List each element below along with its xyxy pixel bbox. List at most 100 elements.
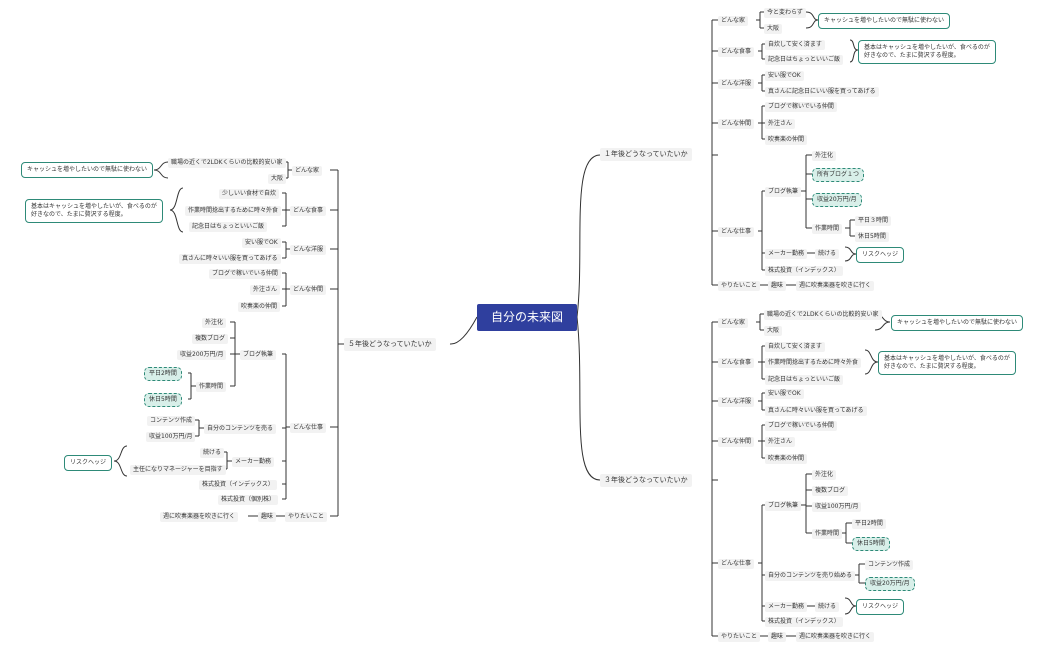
r3-clothes-item-1[interactable]: 真さんに時々いい服を買ってあげる	[765, 406, 867, 416]
r1-house[interactable]: どんな家	[718, 16, 749, 26]
r5-stock2[interactable]: 株式投資（個別株）	[218, 495, 279, 505]
r3-friends-item-2[interactable]: 吹奏楽の仲間	[765, 454, 808, 464]
r5-outsource[interactable]: 外注化	[202, 318, 227, 328]
r5-income[interactable]: 収益200万円/月	[177, 350, 227, 360]
r5-worktime[interactable]: 作業時間	[196, 382, 227, 392]
r5-holiday[interactable]: 休日5時間	[144, 393, 182, 407]
r1-friends-item-2[interactable]: 吹奏楽の仲間	[765, 135, 808, 145]
r3-meal[interactable]: どんな食事	[718, 358, 755, 368]
r3-meal-item-0[interactable]: 自炊して安く済ます	[765, 342, 825, 352]
r3-meal-item-2[interactable]: 記念日はちょっといいご飯	[765, 375, 844, 385]
r3-multi[interactable]: 複数ブログ	[812, 486, 849, 496]
r1-clothes-item-1[interactable]: 真さんに記念日にいい服を買ってあげる	[765, 87, 879, 97]
r3-stock[interactable]: 株式投資（インデックス）	[765, 617, 843, 627]
r5-friends-item-0[interactable]: ブログで稼いでいる仲間	[209, 269, 281, 279]
r1-meal-note-line1: 基本はキャッシュを増やしたいが、食べるのが	[864, 44, 990, 51]
r5-meal-item-1[interactable]: 作業時間捻出するために時々外食	[185, 206, 282, 216]
r1-clothes-item-0[interactable]: 安い服でOK	[765, 71, 804, 81]
r5-sell[interactable]: 自分のコンテンツを売る	[204, 424, 277, 434]
r1-holiday[interactable]: 休日5時間	[855, 232, 889, 242]
r1-meal-item-1[interactable]: 記念日はちょっといいご飯	[765, 55, 844, 65]
r1-meal[interactable]: どんな食事	[718, 47, 755, 57]
r3-work[interactable]: どんな仕事	[718, 559, 755, 569]
r1-hobby[interactable]: 趣味	[768, 281, 787, 291]
r3-meal-item-1[interactable]: 作業時間捻出するために時々外食	[765, 358, 862, 368]
r5-sellincome[interactable]: 収益100万円/月	[146, 432, 196, 442]
root-node[interactable]: 自分の未来図	[477, 304, 577, 331]
r5-meal[interactable]: どんな食事	[290, 206, 327, 216]
r5-friends-item-1[interactable]: 外注さん	[250, 285, 281, 295]
r3-maker[interactable]: メーカー勤務	[765, 602, 808, 612]
r1-blog[interactable]: ブログ執筆	[765, 187, 802, 197]
r1-want[interactable]: やりたいこと	[718, 281, 761, 291]
r3-blog[interactable]: ブログ執筆	[765, 501, 802, 511]
r5-meal-item-0[interactable]: 少しいい食材で自炊	[219, 189, 280, 199]
r1-want-item[interactable]: 週に吹奏楽器を吹きに行く	[796, 281, 875, 291]
r3-want-item[interactable]: 週に吹奏楽器を吹きに行く	[796, 632, 875, 642]
r1-friends-item-1[interactable]: 外注さん	[765, 119, 796, 129]
r1-house-item-1[interactable]: 大阪	[764, 24, 783, 34]
r5-stock1[interactable]: 株式投資（インデックス）	[199, 480, 277, 490]
r1-worktime[interactable]: 作業時間	[812, 224, 843, 234]
r5-hobby[interactable]: 趣味	[258, 512, 277, 522]
r3-holiday[interactable]: 休日5時間	[852, 537, 890, 551]
r5-multi[interactable]: 複数ブログ	[192, 334, 229, 344]
r5-house[interactable]: どんな家	[292, 166, 323, 176]
r5-meal-item-2[interactable]: 記念日はちょっといいご飯	[189, 222, 268, 232]
r1-friends[interactable]: どんな仲間	[718, 119, 755, 129]
r1-house-note: キャッシュを増やしたいので無駄に使わない	[818, 13, 951, 29]
r5-house-item-1[interactable]: 大阪	[268, 174, 287, 184]
r3-continue[interactable]: 続ける	[815, 602, 840, 612]
r3-hobby[interactable]: 趣味	[768, 632, 787, 642]
r3-worktime[interactable]: 作業時間	[812, 529, 843, 539]
r3-meal-note: 基本はキャッシュを増やしたいが、食べるのが好きなので、たまに贅沢する程度。	[878, 351, 1016, 375]
r3-friends[interactable]: どんな仲間	[718, 437, 755, 447]
r1-clothes[interactable]: どんな洋服	[718, 79, 755, 89]
r3-friends-item-0[interactable]: ブログで稼いでいる仲間	[765, 421, 837, 431]
r1-continue[interactable]: 続ける	[815, 249, 840, 259]
r1-income[interactable]: 収益20万円/月	[812, 193, 862, 207]
r3-clothes-item-0[interactable]: 安い服でOK	[765, 389, 804, 399]
branch-5-year[interactable]: ５年後どうなっていたいか	[344, 338, 436, 351]
r1-friends-item-0[interactable]: ブログで稼いでいる仲間	[765, 102, 837, 112]
r5-clothes[interactable]: どんな洋服	[290, 245, 327, 255]
branch-3-year[interactable]: ３年後どうなっていたいか	[600, 474, 692, 487]
r3-house-item-1[interactable]: 大阪	[764, 326, 783, 336]
r1-work[interactable]: どんな仕事	[718, 227, 755, 237]
r5-meal-note-line1: 基本はキャッシュを増やしたいが、食べるのが	[31, 203, 157, 210]
r1-house-item-0[interactable]: 今と変わらず	[764, 8, 806, 18]
r1-maker[interactable]: メーカー勤務	[765, 249, 808, 259]
r1-meal-item-0[interactable]: 自炊して安く済ます	[765, 40, 825, 50]
r5-maker[interactable]: メーカー勤務	[232, 457, 275, 467]
r5-house-item-0[interactable]: 職場の近くで2LDKくらいの比較的安い家	[168, 158, 286, 168]
r3-sellincome[interactable]: 収益20万円/月	[865, 577, 915, 591]
r5-want[interactable]: やりたいこと	[285, 512, 328, 522]
r5-friends-item-2[interactable]: 吹奏楽の仲間	[238, 302, 281, 312]
r5-promote[interactable]: 主任になりマネージャーを目指す	[130, 465, 226, 475]
r1-risk-note: リスクヘッジ	[856, 247, 905, 263]
r1-stock[interactable]: 株式投資（インデックス）	[765, 266, 843, 276]
r5-friends[interactable]: どんな仲間	[290, 285, 327, 295]
r3-friends-item-1[interactable]: 外注さん	[765, 437, 796, 447]
r5-content[interactable]: コンテンツ作成	[147, 416, 196, 426]
r5-continue[interactable]: 続ける	[200, 448, 225, 458]
r3-sell[interactable]: 自分のコンテンツを売り始める	[765, 571, 856, 581]
branch-1-year[interactable]: １年後どうなっていたいか	[600, 148, 692, 161]
r5-weekday[interactable]: 平日2時間	[144, 367, 182, 381]
r3-outsource[interactable]: 外注化	[812, 470, 837, 480]
r3-content[interactable]: コンテンツ作成	[865, 560, 914, 570]
r1-weekday[interactable]: 平日３時間	[855, 216, 892, 226]
r5-clothes-item-0[interactable]: 安い服でOK	[242, 238, 281, 248]
r5-clothes-item-1[interactable]: 真さんに時々いい服を買ってあげる	[179, 254, 281, 264]
r3-clothes[interactable]: どんな洋服	[718, 397, 755, 407]
r3-weekday[interactable]: 平日2時間	[852, 519, 886, 529]
r3-income[interactable]: 収益100万円/月	[812, 502, 862, 512]
r5-work[interactable]: どんな仕事	[290, 423, 327, 433]
r1-ownblog[interactable]: 所有ブログ１つ	[812, 168, 865, 182]
r3-house[interactable]: どんな家	[718, 318, 749, 328]
r5-want-item[interactable]: 週に吹奏楽器を吹きに行く	[160, 512, 239, 522]
r1-outsource[interactable]: 外注化	[812, 151, 837, 161]
r3-house-item-0[interactable]: 職場の近くで2LDKくらいの比較的安い家	[764, 310, 882, 320]
r5-blog[interactable]: ブログ執筆	[240, 350, 277, 360]
r3-want[interactable]: やりたいこと	[718, 632, 761, 642]
